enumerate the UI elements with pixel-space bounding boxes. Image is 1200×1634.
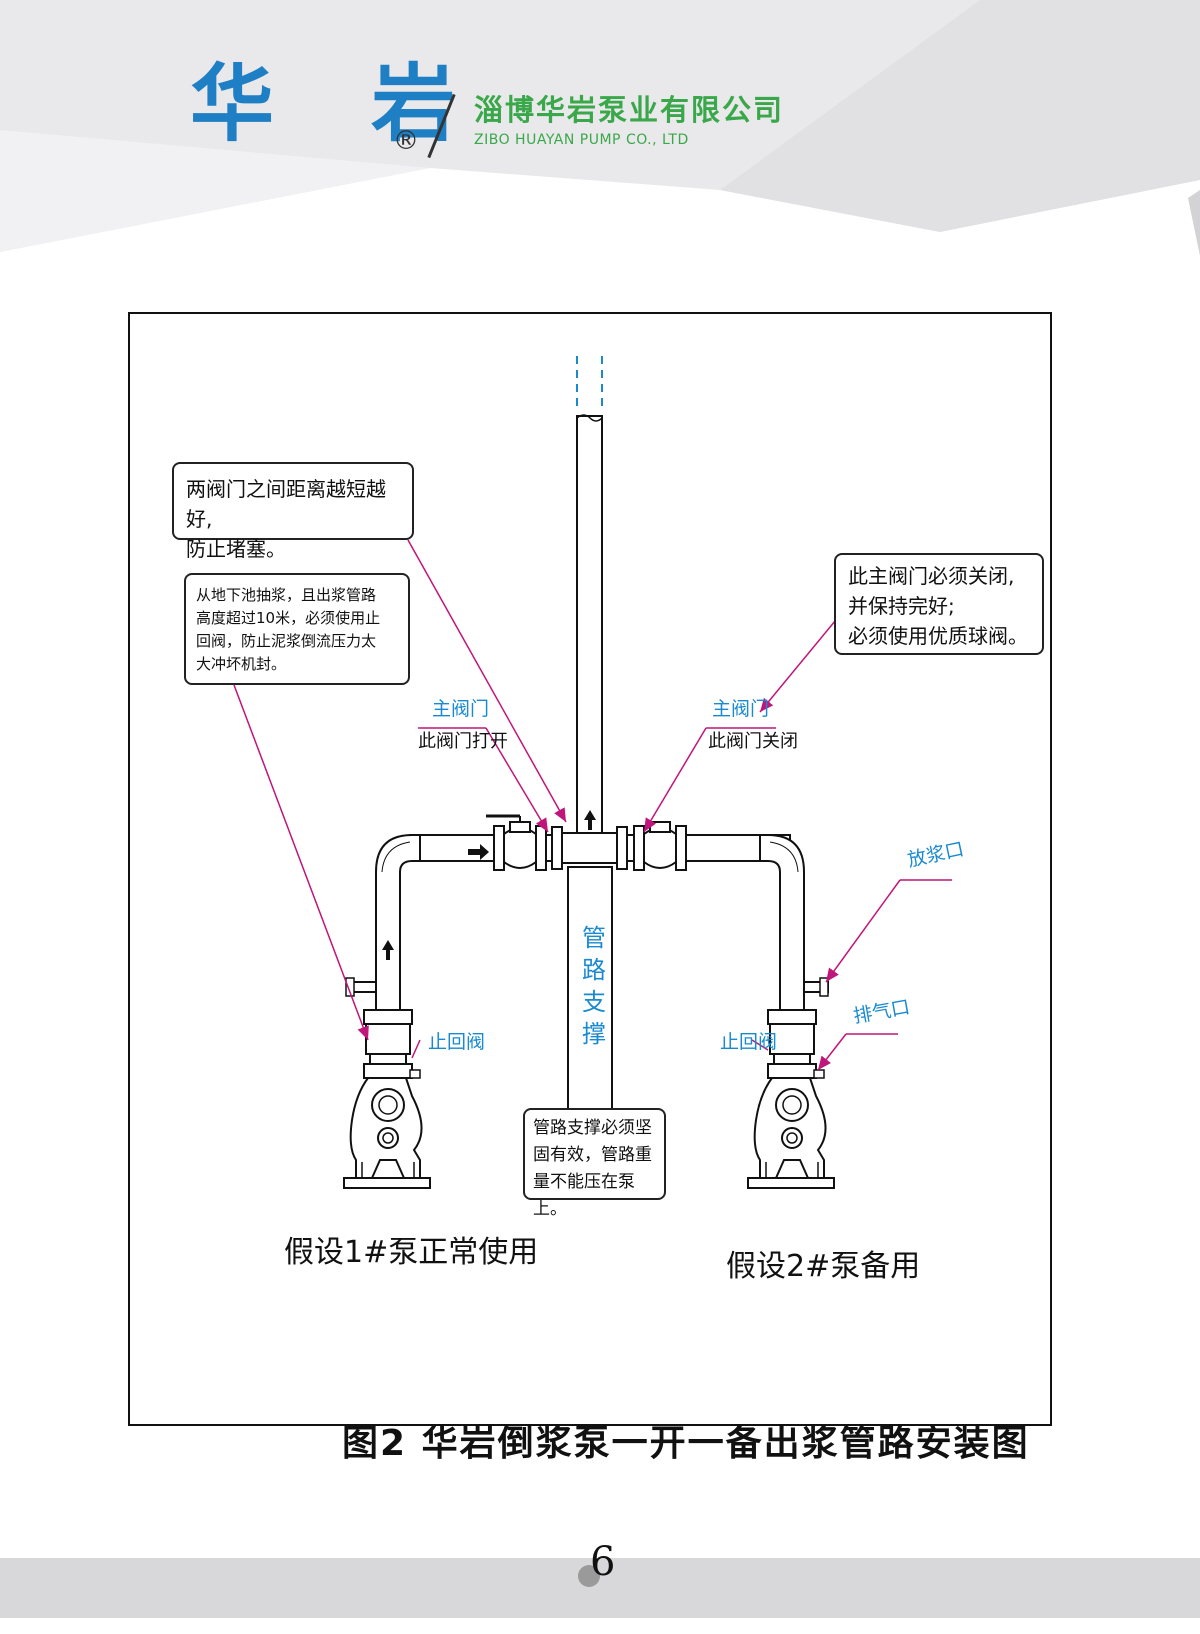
- riser-pipe: [576, 356, 603, 837]
- company-name-en: ZIBO HUAYAN PUMP CO., LTD: [474, 132, 689, 148]
- note-main-valve-text: 此主阀门必须关闭, 并保持完好; 必须使用优质球阀。: [848, 564, 1028, 648]
- company-name-cn: 淄博华岩泵业有限公司: [474, 93, 785, 127]
- pump-1: [343, 1077, 431, 1189]
- pump-2: [747, 1077, 835, 1189]
- right-check-valve: [767, 1009, 825, 1079]
- footer-bar: [0, 1558, 1200, 1618]
- registered-mark: ®: [393, 126, 419, 156]
- left-ball-valve: [486, 814, 547, 871]
- label-check-valve-right: 止回阀: [720, 1031, 778, 1053]
- caption-pump-2: 假设2#泵备用: [726, 1249, 921, 1284]
- page-number: 6: [590, 1539, 616, 1585]
- header-background: [0, 0, 1200, 260]
- label-main-valve-right: 主阀门: [712, 698, 770, 720]
- label-main-valve-left: 主阀门: [432, 698, 490, 720]
- note-check-valve-text: 从地下池抽浆，且出浆管路 高度超过10米，必须使用止 回阀，防止泥浆倒流压力太 …: [196, 586, 381, 673]
- note-valve-distance-text: 两阀门之间距离越短越好, 防止堵塞。: [186, 477, 386, 561]
- discharge-port-tap: [803, 977, 829, 997]
- note-pipe-support: 管路支撑必须坚 固有效，管路重 量不能压在泵上。: [523, 1108, 666, 1219]
- page-number-dot: [578, 1565, 600, 1587]
- left-discharge-pipe: [375, 834, 421, 1011]
- right-ball-valve: [633, 821, 687, 871]
- label-valve-open: 此阀门打开: [418, 731, 508, 752]
- tee-fitting: [551, 826, 628, 870]
- label-check-valve-left: 止回阀: [428, 1031, 486, 1053]
- note-main-valve-closed: 此主阀门必须关闭, 并保持完好; 必须使用优质球阀。: [834, 553, 1044, 655]
- label-pipe-support: 管路支撑: [582, 924, 606, 1048]
- note-pipe-support-text: 管路支撑必须坚 固有效，管路重 量不能压在泵上。: [533, 1118, 652, 1219]
- right-discharge-pipe: [759, 834, 805, 1011]
- label-underlines: [418, 727, 952, 1035]
- label-valve-closed: 此阀门关闭: [708, 731, 798, 752]
- caption-pump-1: 假设1#泵正常使用: [284, 1235, 539, 1270]
- leader-lines: [233, 539, 901, 1071]
- flow-arrows: [382, 810, 596, 960]
- left-check-valve: [363, 1009, 421, 1079]
- brand-logo: 华 岩: [190, 55, 490, 153]
- figure-title: 图2 华岩倒浆泵一开一备出浆管路安装图: [342, 1423, 1030, 1464]
- note-check-valve-required: 从地下池抽浆，且出浆管路 高度超过10米，必须使用止 回阀，防止泥浆倒流压力太 …: [184, 573, 410, 685]
- left-side-tap: [345, 977, 377, 997]
- note-valve-distance: 两阀门之间距离越短越好, 防止堵塞。: [172, 462, 414, 561]
- figure-frame: [128, 312, 1052, 1426]
